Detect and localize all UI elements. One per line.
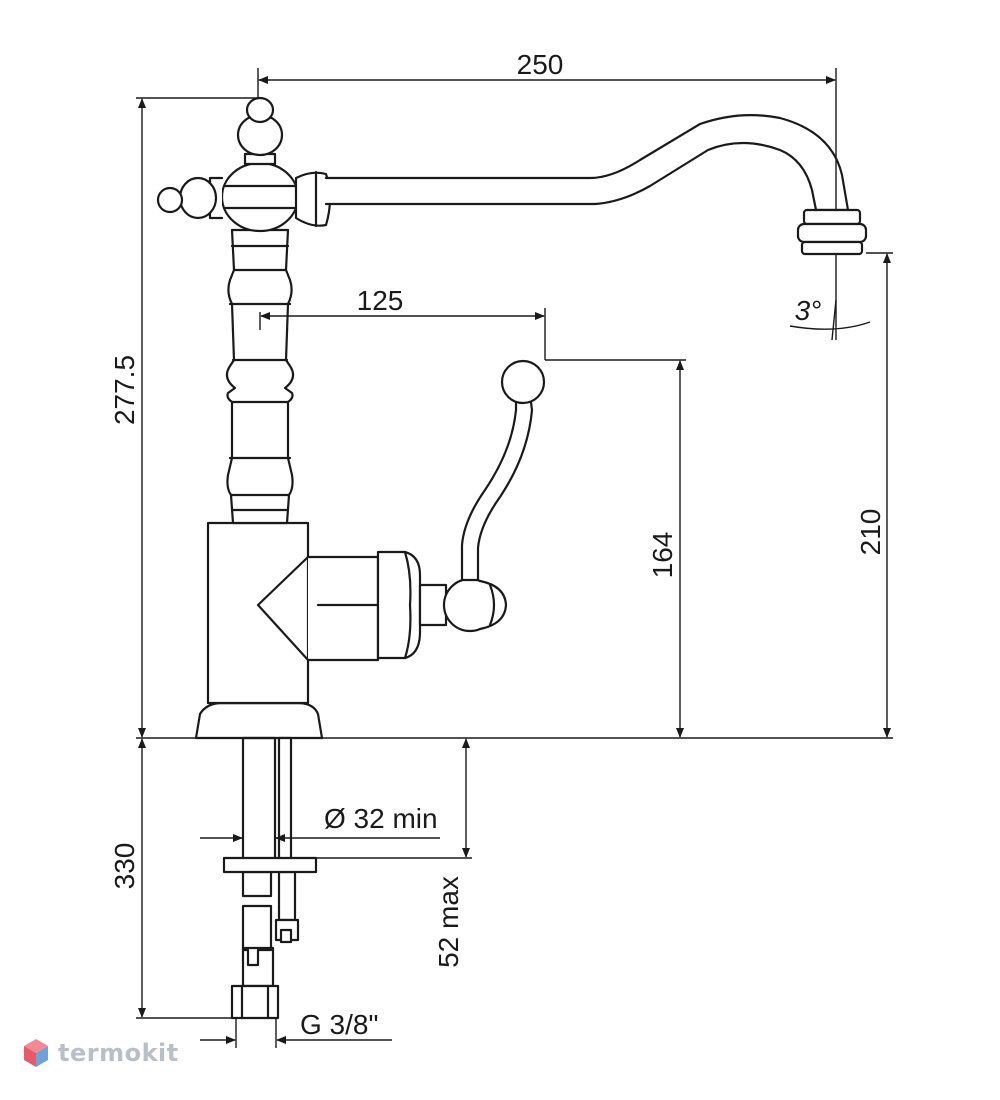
faucet-body	[156, 96, 868, 740]
dim-shank-length: 330	[109, 843, 140, 890]
dim-thread: G 3/8"	[300, 1009, 378, 1040]
logo-text: termokit	[58, 1039, 179, 1067]
dim-spout-height: 210	[855, 509, 886, 556]
dim-hole-diameter: Ø 32 min	[324, 803, 438, 834]
dimension-labels: 250 125 277.5 164 210 3° Ø 32 min 330 52…	[109, 49, 886, 1040]
termokit-logo: termokit	[22, 1037, 179, 1069]
dim-spout-reach: 250	[517, 49, 564, 80]
dim-handle-height: 164	[647, 532, 678, 579]
dim-counter-thickness: 52 max	[433, 876, 464, 968]
dim-spout-angle: 3°	[795, 295, 822, 326]
cube-logo-icon	[24, 1039, 48, 1067]
dim-handle-reach: 125	[357, 285, 404, 316]
dimension-lines	[138, 76, 891, 1044]
under-counter-parts	[222, 736, 318, 1020]
dim-total-height: 277.5	[109, 355, 140, 425]
extension-lines	[136, 68, 893, 1048]
